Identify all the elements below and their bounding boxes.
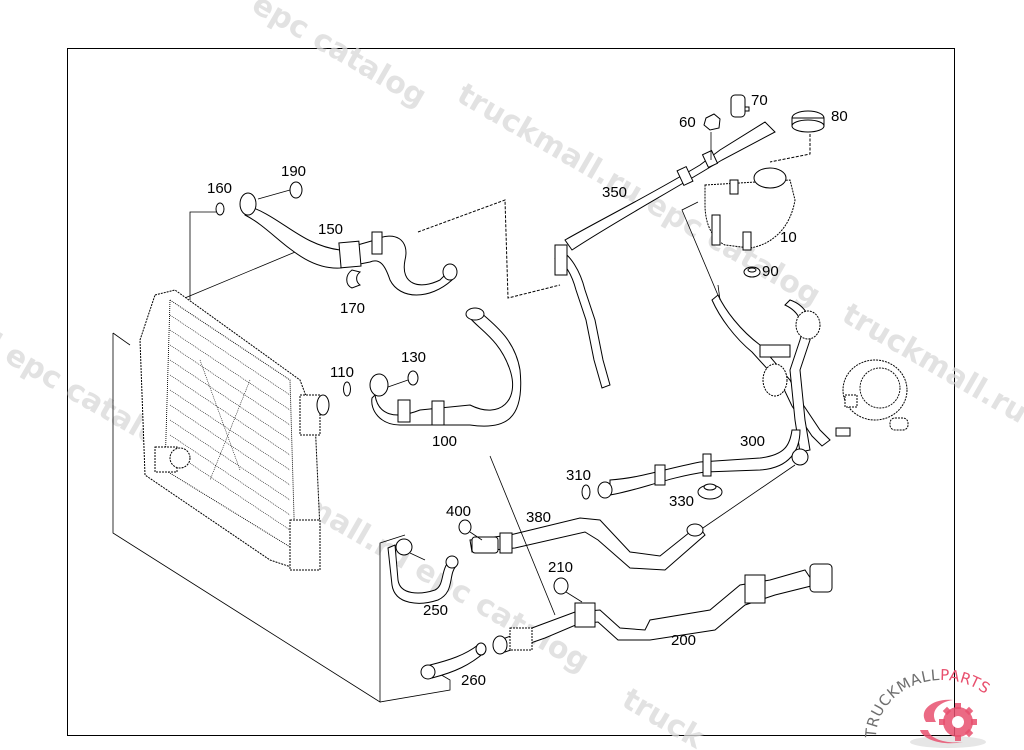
cap-80 <box>769 110 825 163</box>
hose-100 <box>343 307 522 427</box>
coolant-line-200 <box>489 455 833 655</box>
callout-10[interactable]: 10 <box>780 229 797 246</box>
callout-400[interactable]: 400 <box>446 503 471 520</box>
callout-80[interactable]: 80 <box>831 108 848 125</box>
callout-70[interactable]: 70 <box>751 92 768 109</box>
diagram-frame <box>67 48 955 736</box>
logo-text-truckmall: TRUCKMALL <box>862 666 941 740</box>
callout-110[interactable]: 110 <box>330 364 354 381</box>
hose-260 <box>420 642 487 680</box>
radiator <box>139 289 330 571</box>
callout-350[interactable]: 350 <box>602 184 627 201</box>
logo-text-parts: PARTS <box>940 666 994 698</box>
rubber-mount-330 <box>697 483 723 500</box>
callout-150[interactable]: 150 <box>318 221 343 238</box>
water-pump <box>842 359 909 431</box>
callout-200[interactable]: 200 <box>671 632 696 649</box>
washer-210 <box>553 577 569 595</box>
truckmallparts-logo: TRUCKMALLPARTS <box>862 666 994 748</box>
callout-210[interactable]: 210 <box>548 559 573 576</box>
callout-170[interactable]: 170 <box>340 300 365 317</box>
callout-160[interactable]: 160 <box>207 180 232 197</box>
expansion-tank-10 <box>681 94 825 301</box>
callout-130[interactable]: 130 <box>401 349 426 366</box>
watermark: epc catalog <box>246 0 432 114</box>
callout-310[interactable]: 310 <box>566 467 591 484</box>
callout-380[interactable]: 380 <box>526 509 551 526</box>
radiator-bracket-lines <box>112 199 561 703</box>
washer-130 <box>407 370 419 386</box>
o-ring-110 <box>343 381 351 397</box>
callout-250[interactable]: 250 <box>423 602 448 619</box>
gear-icon <box>910 699 986 748</box>
hose-250 <box>387 538 459 604</box>
callout-190[interactable]: 190 <box>281 163 306 180</box>
sensor-70 <box>730 94 750 118</box>
clip-170 <box>346 269 362 289</box>
callout-labels: 10 60 70 80 90 100 110 130 150 160 170 1… <box>207 92 848 689</box>
nut-60 <box>703 113 721 160</box>
o-ring-160 <box>215 202 225 216</box>
callout-330[interactable]: 330 <box>669 493 694 510</box>
coolant-line-300 <box>581 429 809 531</box>
washer-400 <box>458 519 472 535</box>
callout-60[interactable]: 60 <box>679 114 696 131</box>
pump-hose-cluster <box>711 284 909 453</box>
upper-hose-150 <box>239 192 458 296</box>
vent-line-350 <box>554 121 776 389</box>
small-parts-upper-left <box>215 181 362 289</box>
rubber-mount-90 <box>743 266 761 278</box>
coolant-line-380 <box>458 517 706 571</box>
washer-190 <box>289 181 303 199</box>
callout-100[interactable]: 100 <box>432 433 457 450</box>
watermark: truck <box>616 682 711 750</box>
o-ring-310 <box>581 484 591 500</box>
svg-text:TRUCKMALLPARTS: TRUCKMALLPARTS <box>862 666 994 740</box>
callout-300[interactable]: 300 <box>740 433 765 450</box>
callout-90[interactable]: 90 <box>762 263 779 280</box>
callout-260[interactable]: 260 <box>461 672 486 689</box>
